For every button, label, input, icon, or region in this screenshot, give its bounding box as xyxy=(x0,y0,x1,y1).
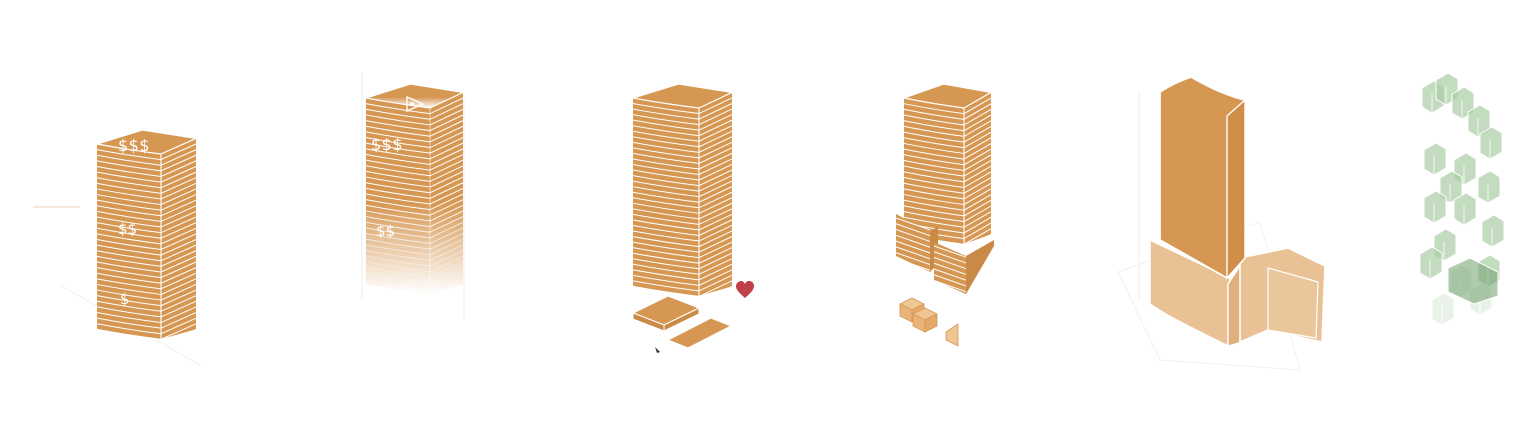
green-modules xyxy=(1419,72,1505,326)
green-module xyxy=(1423,190,1447,224)
podium-plate xyxy=(933,285,967,298)
podium-plate xyxy=(895,263,931,277)
podium-plate xyxy=(895,234,931,248)
floor-plate xyxy=(96,323,197,340)
podium-plate xyxy=(933,280,967,293)
podium-right-side xyxy=(966,240,994,294)
value-label-high: $$$ xyxy=(118,136,150,155)
tower-3-body xyxy=(632,83,735,303)
tower-1-body xyxy=(96,129,199,346)
podium-plate xyxy=(895,257,931,271)
value-label-mid: $$ xyxy=(376,222,395,240)
heart-icon xyxy=(736,281,754,298)
podium-plate xyxy=(895,229,931,242)
floor-plate xyxy=(365,278,464,295)
podium-blocks xyxy=(899,297,959,347)
floor-plate xyxy=(632,280,733,297)
value-label-low: $ xyxy=(120,290,130,308)
podium-plate xyxy=(895,240,931,254)
podium-left xyxy=(896,214,930,272)
green-module-highlight xyxy=(1447,257,1499,305)
tower-roof xyxy=(96,129,199,155)
tower-roof xyxy=(365,83,466,109)
podium-plate xyxy=(895,246,931,260)
tower-view-faded: $$$ $$ xyxy=(361,72,466,320)
green-module xyxy=(1431,292,1455,326)
floor-plate xyxy=(365,283,464,301)
podium-plate xyxy=(933,251,967,264)
podium-plate xyxy=(895,217,931,231)
green-module xyxy=(1477,170,1501,204)
podium-plate xyxy=(933,262,967,275)
podium-plate xyxy=(933,245,967,258)
eye-icon xyxy=(406,95,425,113)
value-label-high: $$$ xyxy=(371,135,403,154)
podium-plate xyxy=(895,223,931,237)
tower-value-stack: $$$ $$ $ xyxy=(33,129,201,366)
green-module xyxy=(1423,142,1447,176)
podium-pieces xyxy=(631,295,733,353)
tower-roof xyxy=(632,83,735,109)
value-label-mid: $$ xyxy=(118,220,137,238)
tower-4-body xyxy=(895,83,994,298)
podium-plate xyxy=(933,257,967,270)
green-module xyxy=(1481,214,1505,248)
floor-plate xyxy=(96,328,197,346)
green-module xyxy=(1453,192,1477,226)
podium-plate xyxy=(895,252,931,266)
tower-roof xyxy=(901,83,993,109)
tower-split-podium xyxy=(895,83,994,347)
tower-2-body xyxy=(365,83,466,301)
green-module xyxy=(1479,126,1503,160)
tower-community xyxy=(631,83,754,353)
podium-plate xyxy=(933,268,967,281)
podium-plate xyxy=(933,274,967,287)
tower-massing xyxy=(1117,76,1326,371)
green-module xyxy=(1419,246,1443,280)
